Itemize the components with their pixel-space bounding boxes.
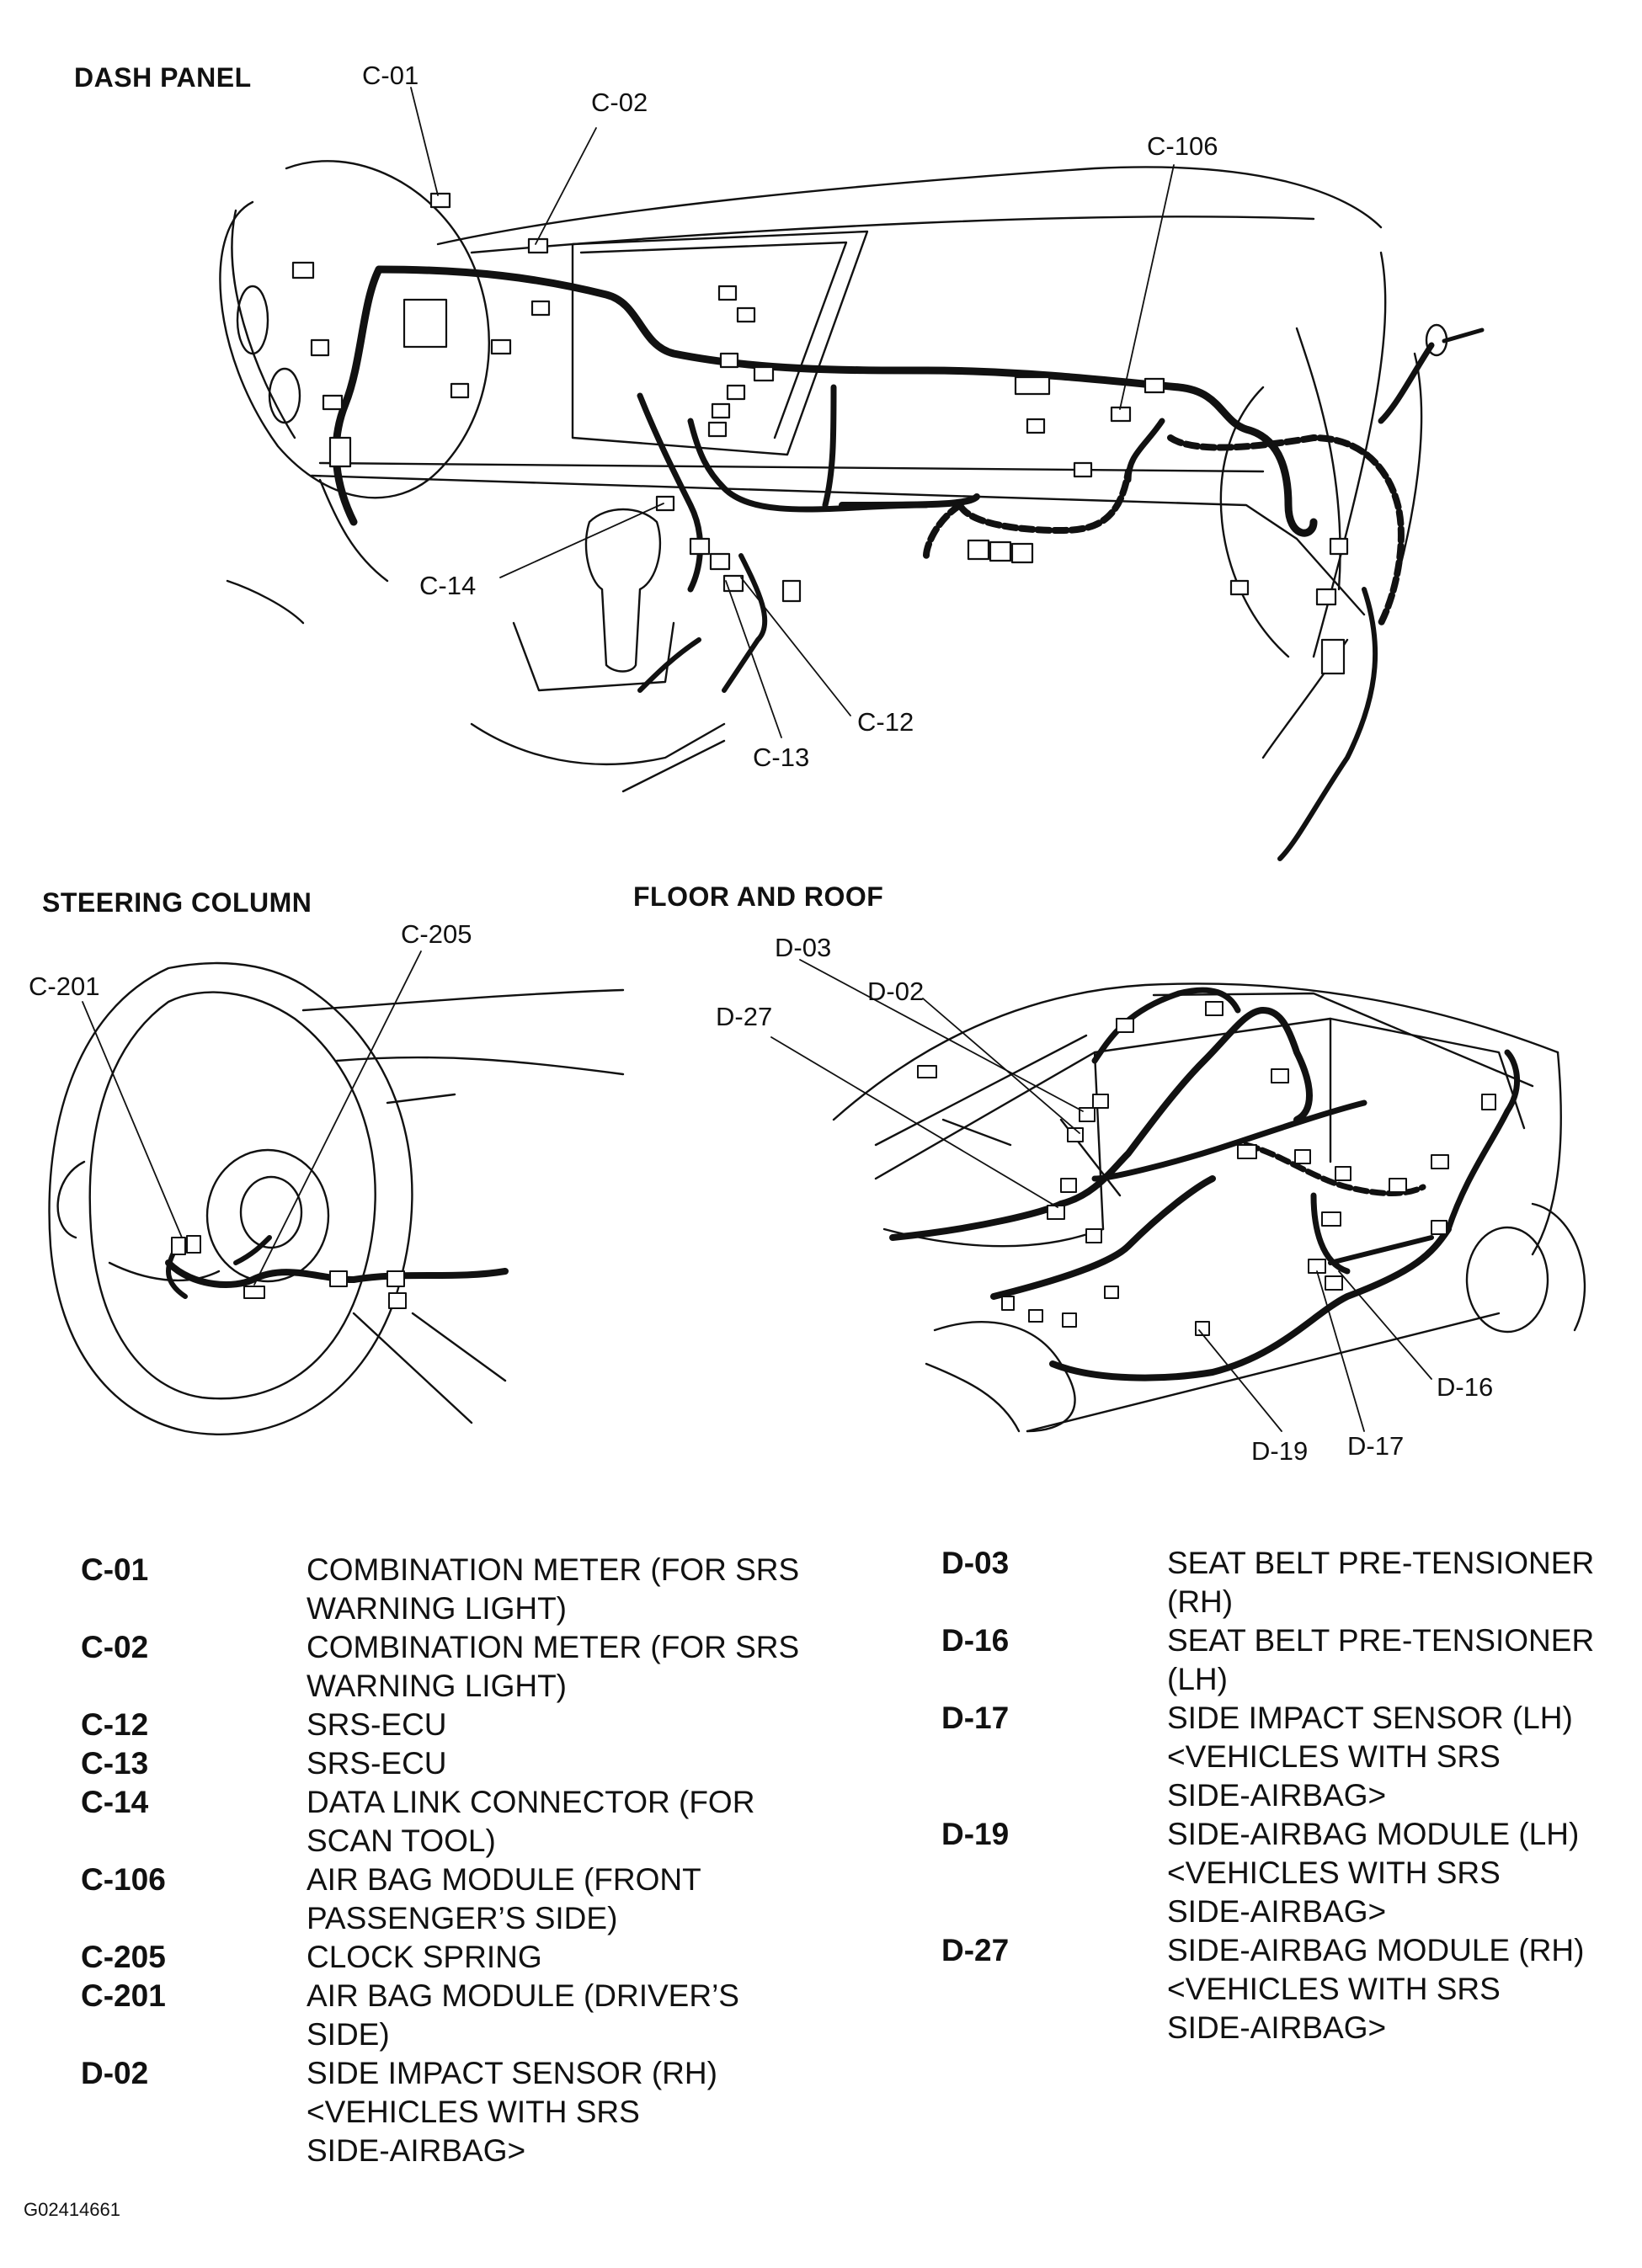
legend-row: C-201 AIR BAG MODULE (DRIVER’S SIDE) [81, 1977, 839, 2054]
legend-code: D-19 [941, 1817, 1010, 1851]
legend-description: DATA LINK CONNECTOR (FOR SCAN TOOL) [307, 1785, 755, 1858]
legend-row: D-02 SIDE IMPACT SENSOR (RH) <VEHICLES WI… [81, 2054, 839, 2170]
label-c14: C-14 [419, 571, 476, 600]
leader-c205 [253, 950, 422, 1286]
legend-description: SEAT BELT PRE-TENSIONER (RH) [1167, 1546, 1595, 1619]
legend-description: AIR BAG MODULE (FRONT PASSENGER’S SIDE) [307, 1862, 701, 1935]
legend-description: AIR BAG MODULE (DRIVER’S SIDE) [307, 1978, 739, 2052]
legend-row: C-02 COMBINATION METER (FOR SRS WARNING L… [81, 1628, 839, 1706]
label-d27: D-27 [716, 1002, 772, 1031]
legend-description: COMBINATION METER (FOR SRS WARNING LIGHT… [307, 1552, 800, 1626]
vehicle-body-outline [832, 982, 1559, 1121]
legend-code: C-02 [81, 1630, 149, 1664]
legend-description: SIDE-AIRBAG MODULE (LH) <VEHICLES WITH S… [1167, 1817, 1580, 1929]
image-id: G02414661 [24, 2199, 120, 2220]
center-panel [571, 230, 869, 456]
leader-d17 [1316, 1270, 1365, 1432]
floor-and-roof-illustration [770, 959, 1586, 1433]
leader-c01 [410, 87, 439, 196]
steering-column-illustration [48, 950, 625, 1435]
legend-row: C-205 CLOCK SPRING [81, 1938, 839, 1977]
label-d17: D-17 [1347, 1431, 1404, 1461]
legend-code: C-205 [81, 1940, 166, 1974]
leader-c106 [1119, 164, 1175, 410]
section-title-dash-panel: DASH PANEL [74, 62, 252, 93]
legend-description: SRS-ECU [307, 1746, 447, 1781]
legend-code: D-02 [81, 2056, 149, 2090]
legend-description: SIDE IMPACT SENSOR (RH) <VEHICLES WITH S… [307, 2056, 717, 2168]
legend-description: CLOCK SPRING [307, 1940, 542, 1974]
legend-code: D-27 [941, 1933, 1010, 1967]
leader-c201 [82, 1001, 183, 1238]
callout-labels: C-01 C-02 C-106 C-14 C-12 C-13 C-205 C-2… [29, 61, 1493, 1466]
dash-panel-illustration [219, 87, 1485, 861]
section-title-steering-column: STEERING COLUMN [42, 887, 312, 918]
leader-d16 [1338, 1270, 1432, 1380]
steering-wheel-outline [219, 160, 491, 499]
legend-description: SIDE-AIRBAG MODULE (RH) <VEHICLES WITH S… [1167, 1933, 1585, 2045]
connector-legend-right: D-03 SEAT BELT PRE-TENSIONER (RH) D-16 SEAT… [941, 1544, 1632, 2047]
legend-code: D-17 [941, 1701, 1010, 1735]
legend-row: D-17 SIDE IMPACT SENSOR (LH) <VEHICLES WI… [941, 1699, 1632, 1815]
legend-row: C-13 SRS-ECU [81, 1744, 839, 1783]
leader-c12 [740, 577, 851, 716]
label-c205: C-205 [401, 919, 472, 949]
legend-description: SIDE IMPACT SENSOR (LH) <VEHICLES WITH S… [1167, 1701, 1573, 1813]
legend-description: SRS-ECU [307, 1707, 447, 1742]
label-c106: C-106 [1147, 131, 1218, 161]
steering-column-wheel [48, 961, 413, 1435]
legend-code: D-03 [941, 1546, 1010, 1580]
legend-code: C-12 [81, 1707, 149, 1742]
leader-d02 [922, 998, 1080, 1134]
label-c01: C-01 [362, 61, 418, 90]
legend-row: C-14 DATA LINK CONNECTOR (FOR SCAN TOOL) [81, 1783, 839, 1861]
label-c12: C-12 [857, 707, 914, 737]
label-d03: D-03 [775, 933, 831, 962]
label-d02: D-02 [867, 977, 924, 1006]
leader-c14 [499, 503, 664, 578]
legend-row: C-12 SRS-ECU [81, 1706, 839, 1744]
legend-row: D-16 SEAT BELT PRE-TENSIONER (LH) [941, 1621, 1632, 1699]
label-c02: C-02 [591, 88, 648, 117]
legend-description: COMBINATION METER (FOR SRS WARNING LIGHT… [307, 1630, 800, 1703]
main-harness [375, 265, 1318, 537]
legend-row: D-19 SIDE-AIRBAG MODULE (LH) <VEHICLES WI… [941, 1815, 1632, 1931]
leader-c13 [725, 580, 782, 738]
label-c13: C-13 [753, 743, 809, 772]
legend-code: C-01 [81, 1552, 149, 1587]
label-d19: D-19 [1251, 1436, 1308, 1466]
legend-code: C-13 [81, 1746, 149, 1781]
leader-d19 [1198, 1329, 1282, 1432]
legend-code: C-201 [81, 1978, 166, 2013]
right-side-panel [1219, 386, 1290, 658]
label-c201: C-201 [29, 972, 99, 1001]
dashboard-top-line [436, 166, 1383, 246]
leader-d27 [770, 1036, 1058, 1208]
legend-row: D-27 SIDE-AIRBAG MODULE (RH) <VEHICLES WI… [941, 1931, 1632, 2047]
legend-description: SEAT BELT PRE-TENSIONER (LH) [1167, 1623, 1595, 1696]
legend-code: D-16 [941, 1623, 1010, 1658]
leader-c02 [535, 127, 597, 245]
legend-code: C-106 [81, 1862, 166, 1897]
steering-hub [205, 1148, 330, 1283]
legend-row: C-01 COMBINATION METER (FOR SRS WARNING L… [81, 1551, 839, 1628]
legend-code: C-14 [81, 1785, 149, 1819]
shift-lever [584, 508, 662, 673]
leader-d03 [799, 959, 1084, 1112]
legend-row: D-03 SEAT BELT PRE-TENSIONER (RH) [941, 1544, 1632, 1621]
label-d16: D-16 [1437, 1372, 1493, 1402]
legend-row: C-106 AIR BAG MODULE (FRONT PASSENGER’S S… [81, 1861, 839, 1938]
section-title-floor-and-roof: FLOOR AND ROOF [633, 881, 884, 912]
